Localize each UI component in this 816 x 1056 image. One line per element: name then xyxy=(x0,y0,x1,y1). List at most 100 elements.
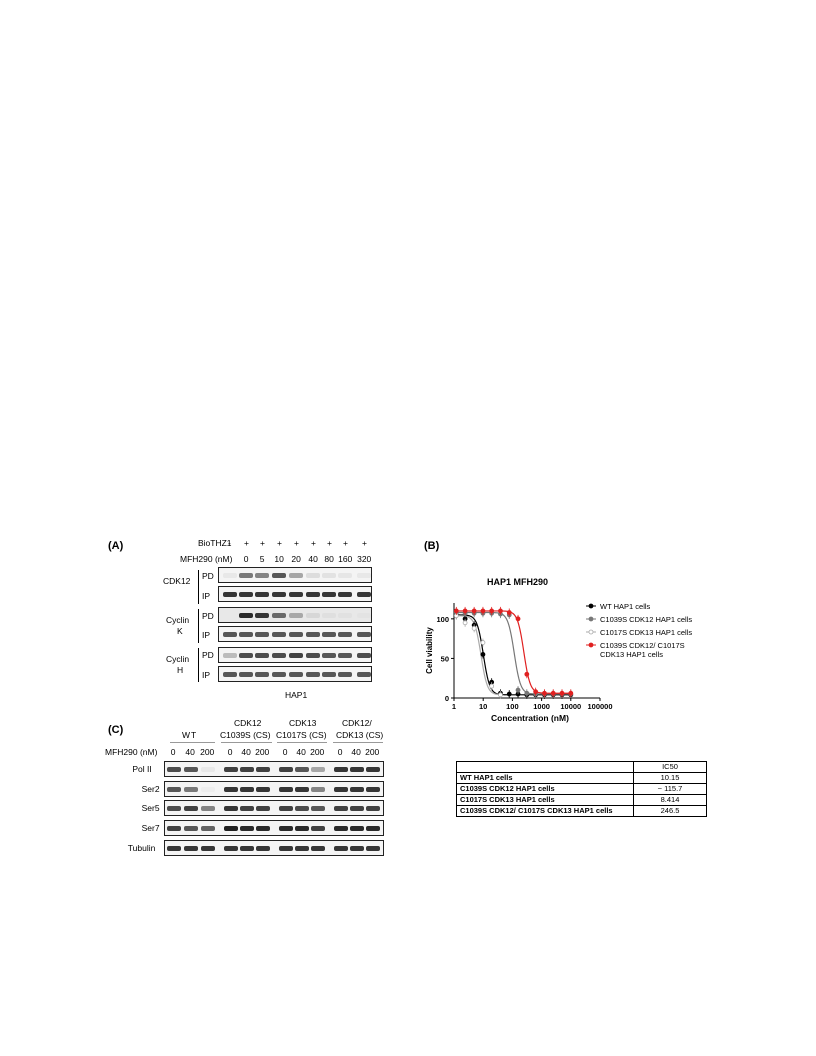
blot-band xyxy=(322,632,336,637)
ic50-table-header-row: IC50 xyxy=(456,761,707,773)
blot-band xyxy=(311,846,325,851)
data-point xyxy=(498,692,503,698)
blot-band xyxy=(255,653,269,658)
blot-band xyxy=(201,846,215,851)
mfh290-dose-c: 0 xyxy=(170,747,176,757)
blot-band xyxy=(357,653,371,658)
blot-band xyxy=(239,632,253,637)
legend-label: C1017S CDK13 HAP1 cells xyxy=(600,628,692,637)
blot-panel-c xyxy=(164,800,384,816)
blot-band xyxy=(357,592,371,597)
x-tick-label: 10 xyxy=(479,702,487,711)
blot-panel-c xyxy=(164,761,384,777)
ip-label-cdk12: IP xyxy=(202,591,211,601)
blot-band xyxy=(289,613,303,618)
blot-panel-c xyxy=(164,781,384,797)
bracket-cyclink xyxy=(198,609,199,643)
blot-row-label: Ser5 xyxy=(141,803,160,813)
data-point xyxy=(568,690,574,696)
blot-band xyxy=(338,672,352,677)
x-tick-label: 1 xyxy=(452,702,456,711)
blot-band xyxy=(184,787,198,792)
blot-band xyxy=(366,767,380,772)
data-point xyxy=(480,652,486,657)
ic50-row-value: 10.15 xyxy=(633,772,707,784)
blot-band xyxy=(167,767,181,772)
data-point xyxy=(489,608,495,614)
blot-panel-c xyxy=(164,820,384,836)
blot-band xyxy=(255,632,269,637)
y-tick-label: 0 xyxy=(445,694,449,703)
table-row: C1017S CDK13 HAP1 cells 8.414 xyxy=(456,794,707,806)
blot-band xyxy=(366,787,380,792)
biothz1-sign: + xyxy=(294,538,299,548)
blot-band xyxy=(223,613,237,618)
data-point xyxy=(550,690,556,696)
blot-band xyxy=(338,653,352,658)
mfh290-dose-c: 200 xyxy=(200,747,215,757)
blot-band xyxy=(295,846,309,851)
mfh290-dose-a: 320 xyxy=(357,554,372,564)
y-tick-label: 100 xyxy=(436,615,449,624)
ip-label-cyclink: IP xyxy=(202,630,211,640)
blot-band xyxy=(184,767,198,772)
blot-band xyxy=(279,767,293,772)
x-tick-label: 1000 xyxy=(533,702,550,711)
blot-band xyxy=(350,826,364,831)
blot-cyclinh-pd xyxy=(218,647,372,663)
blot-band xyxy=(256,846,270,851)
mfh290-dose-c: 0 xyxy=(282,747,288,757)
blot-band xyxy=(366,826,380,831)
blot-band xyxy=(184,846,198,851)
blot-band xyxy=(311,787,325,792)
ic50-row-label: C1017S CDK13 HAP1 cells xyxy=(456,794,634,806)
group-label-wt: WT xyxy=(182,730,198,740)
blot-band xyxy=(201,826,215,831)
ip-label-cyclinh: IP xyxy=(202,670,211,680)
blot-band xyxy=(334,846,348,851)
chart-ylabel: Cell viability xyxy=(425,627,434,674)
blot-band xyxy=(279,787,293,792)
legend-marker xyxy=(588,616,594,622)
blot-band xyxy=(306,592,320,597)
blot-band xyxy=(295,787,309,792)
blot-band xyxy=(239,613,253,618)
data-point xyxy=(515,687,521,693)
blot-band xyxy=(306,613,320,618)
mfh290-dose-a: 20 xyxy=(291,554,301,564)
biothz1-sign: + xyxy=(244,538,249,548)
blot-band xyxy=(256,767,270,772)
mfh290-dose-c: 0 xyxy=(337,747,343,757)
mfh290-label-c: MFH290 (nM) xyxy=(105,747,158,757)
legend-label: CDK13 HAP1 cells xyxy=(600,650,663,659)
blot-band xyxy=(366,806,380,811)
blot-band xyxy=(272,592,286,597)
data-point xyxy=(542,690,547,696)
blot-band xyxy=(279,806,293,811)
x-tick-label: 100 xyxy=(506,702,519,711)
legend-marker xyxy=(588,642,594,648)
blot-band xyxy=(223,672,237,677)
group-label-dko: CDK12/ xyxy=(342,718,372,728)
data-point xyxy=(506,610,512,615)
group-underline-cdk13 xyxy=(277,742,327,743)
legend-label: C1039S CDK12 HAP1 cells xyxy=(600,615,692,624)
blot-band xyxy=(311,826,325,831)
biothz1-sign: + xyxy=(277,538,282,548)
group-underline-cdk12 xyxy=(221,742,272,743)
blot-band xyxy=(338,613,352,618)
blot-band xyxy=(255,613,269,618)
blot-band xyxy=(366,846,380,851)
blot-band xyxy=(357,613,371,618)
blot-row-label: Ser7 xyxy=(141,823,160,833)
blot-band xyxy=(279,846,293,851)
ic50-row-label: WT HAP1 cells xyxy=(456,772,634,784)
data-point xyxy=(498,608,503,614)
x-tick-label: 10000 xyxy=(560,702,581,711)
pd-label-cyclinh: PD xyxy=(202,650,214,660)
blot-band xyxy=(184,826,198,831)
blot-label-cyclinh-2: H xyxy=(177,665,184,675)
blot-band xyxy=(240,767,254,772)
blot-band xyxy=(295,767,309,772)
y-tick-label: 50 xyxy=(441,654,449,663)
